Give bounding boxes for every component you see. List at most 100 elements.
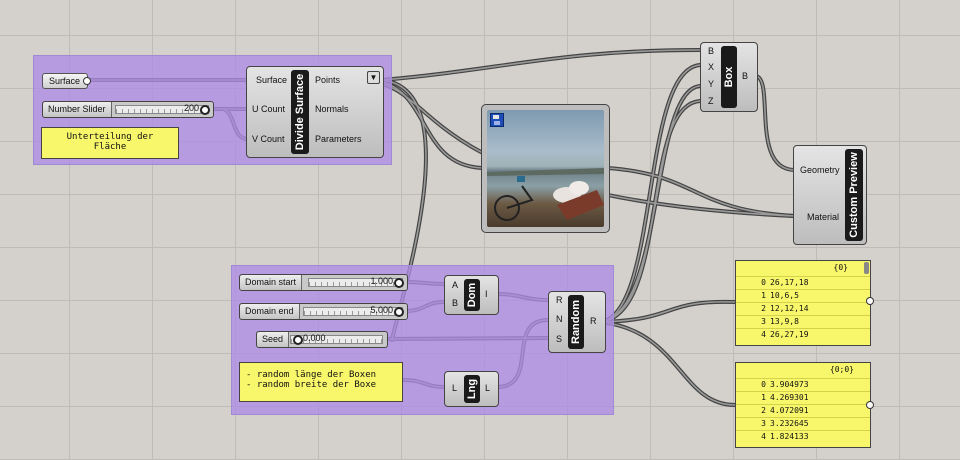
box-component[interactable]: B X Y Z Box B [700,42,758,112]
dom-input-a[interactable]: A [452,280,459,290]
box-input-y[interactable]: Y [708,79,715,89]
custom-preview-name: Custom Preview [848,152,860,238]
list-panel-header: {0} [833,263,848,272]
wire [599,321,736,406]
domain-end-slider[interactable]: Domain end 5.000 [239,303,408,320]
divide-surface-output-points[interactable]: Points [315,75,341,85]
divide-surface-input-u-count[interactable]: U Count [252,104,286,114]
dom-input-b[interactable]: B [452,298,459,308]
panel-note-line: Unterteilung der [66,132,154,142]
list-scrollbar[interactable] [864,262,869,274]
divide-surface-input-surface[interactable]: Surface [256,75,288,85]
wire [381,83,796,217]
wire [754,74,797,172]
domain-end-label: Domain end [240,304,300,319]
wire [755,75,796,171]
number-slider[interactable]: Number Slider 200 [42,101,214,118]
list-panel-header: {0;0} [829,365,854,374]
panel-note-line: - random länge der Boxen [246,370,377,380]
list-panel-output-grip[interactable] [866,401,874,409]
seed-label: Seed [257,332,290,347]
lng-nameplate: Lng [464,375,480,403]
domain-start-value: 1.000 [370,276,393,286]
wire [380,80,484,170]
box-output-b[interactable]: B [742,71,749,81]
wire [607,167,796,217]
custom-preview-input-geometry[interactable]: Geometry [800,165,840,175]
seed-value: 0.000 [303,333,326,343]
domain-start-label: Domain start [240,275,303,290]
custom-preview-input-material[interactable]: Material [807,212,840,222]
seed-knob[interactable] [293,335,303,345]
wire [381,81,483,169]
number-slider-value: 200 [183,103,199,113]
random-output-r[interactable]: R [590,316,597,326]
divide-surface-output-normals[interactable]: Normals [315,104,349,114]
number-slider-knob[interactable] [200,105,210,115]
random-name: Random [570,300,582,344]
domain-end-knob[interactable] [394,307,404,317]
wire [598,320,737,407]
panel-note-line: Fläche [93,142,127,152]
custom-preview-component[interactable]: Geometry Material Custom Preview [793,145,867,245]
list-panel-output-grip[interactable] [866,297,874,305]
box-input-x[interactable]: X [708,62,715,72]
random-component[interactable]: R N S Random R [548,291,606,353]
domain-start-knob[interactable] [394,278,404,288]
number-slider-label: Number Slider [43,102,112,117]
divide-surface-component[interactable]: Surface U Count V Count Divide Surface P… [246,66,384,158]
wire [598,99,702,324]
divide-surface-nameplate: Divide Surface [291,70,309,154]
lng-input-l[interactable]: L [452,383,458,393]
random-nameplate: Random [568,295,584,349]
image-viewer[interactable] [481,104,610,233]
random-input-n[interactable]: N [556,314,563,324]
box-input-b[interactable]: B [708,46,715,56]
divide-surface-name: Divide Surface [294,73,306,151]
image-photo-details [487,168,604,221]
domain-start-slider[interactable]: Domain start 1.000 [239,274,408,291]
custom-preview-nameplate: Custom Preview [845,149,863,241]
seed-slider[interactable]: Seed 0.000 [256,331,388,348]
lng-component[interactable]: L Lng L [444,371,499,407]
lng-name: Lng [466,378,478,400]
box-nameplate: Box [721,46,737,108]
divide-surface-input-v-count[interactable]: V Count [252,134,285,144]
random-input-r[interactable]: R [556,295,563,305]
dom-output-i[interactable]: I [485,289,488,299]
random-input-s[interactable]: S [556,334,563,344]
panel-note-random[interactable]: - random länge der Boxen - random breite… [239,362,403,402]
wire [599,100,701,323]
surface-param[interactable]: Surface [42,73,88,89]
domain-end-value: 5.000 [370,305,393,315]
surface-output-grip[interactable] [83,77,91,85]
panel-note-line: - random breite der Boxe [246,380,377,390]
dom-nameplate: Dom [464,279,480,311]
dom-component[interactable]: A B Dom I [444,275,499,315]
box-input-z[interactable]: Z [708,96,714,106]
surface-param-label: Surface [49,76,81,86]
lng-output-l[interactable]: L [485,383,491,393]
save-icon[interactable] [490,113,504,127]
wire [599,64,701,323]
divide-surface-output-parameters[interactable]: Parameters [315,134,362,144]
wire [381,49,701,81]
chevron-down-icon[interactable]: ▼ [367,71,380,84]
panel-note-unterteilung[interactable]: Unterteilung der Fläche [41,127,179,159]
image-photo [487,110,604,227]
seed-track[interactable] [290,335,383,344]
box-name: Box [723,66,735,88]
wire [599,301,736,323]
